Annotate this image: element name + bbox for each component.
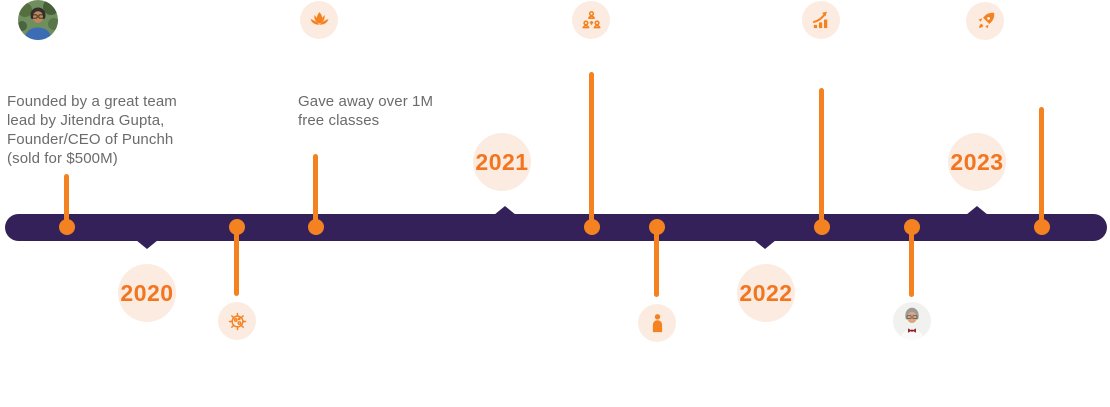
- rocket-icon-badge: [966, 2, 1004, 40]
- notch-2020: [136, 240, 158, 249]
- year-label-2020: 2020: [120, 279, 174, 306]
- annotation-free-classes: Gave away over 1M free classes: [298, 93, 434, 129]
- timeline-bar: [5, 214, 1107, 241]
- year-label-2021: 2021: [475, 148, 529, 175]
- growth-chart-icon: [812, 11, 827, 28]
- notch-2023: [966, 206, 988, 215]
- team-icon-badge: [572, 1, 610, 39]
- scientist-photo: [893, 302, 931, 340]
- timeline-node-person: [649, 219, 665, 235]
- timeline-node-coronavirus: [229, 219, 245, 235]
- year-label-2023: 2023: [950, 148, 1004, 175]
- growth-icon-badge: [802, 1, 840, 39]
- year-badge-2022: 2022: [737, 264, 795, 322]
- notch-2021: [494, 206, 516, 215]
- rocket-connector-line: [1039, 107, 1044, 227]
- scientist-photo-image: [893, 302, 931, 340]
- scientist-connector-line: [909, 227, 914, 297]
- founder-photo-image: [18, 0, 58, 40]
- coronavirus-connector-line: [234, 227, 239, 296]
- timeline-node-growth: [814, 219, 830, 235]
- year-badge-2023: 2023: [948, 133, 1006, 191]
- person-icon-badge: [638, 304, 676, 342]
- free-classes-icon-badge: [300, 1, 338, 39]
- team-hierarchy-icon: [581, 10, 601, 28]
- year-label-2022: 2022: [739, 279, 793, 306]
- person-connector-line: [654, 227, 659, 297]
- timeline-node-founded: [59, 219, 75, 235]
- free-classes-connector-line: [313, 154, 318, 227]
- founded-connector-line: [64, 174, 69, 227]
- year-badge-2020: 2020: [118, 264, 176, 322]
- timeline-node-scientist: [904, 219, 920, 235]
- coronavirus-icon-badge: [218, 302, 256, 340]
- rocket-icon: [978, 12, 994, 28]
- lotus-icon: [309, 11, 329, 25]
- timeline-node-rocket: [1034, 219, 1050, 235]
- timeline-node-team: [584, 219, 600, 235]
- team-connector-line: [589, 72, 594, 227]
- notch-2022: [754, 240, 776, 249]
- founder-photo: [18, 0, 58, 40]
- annotation-founded: Founded by a great team lead by Jitendra…: [7, 93, 177, 167]
- timeline-node-free-classes: [308, 219, 324, 235]
- person-icon: [652, 313, 662, 332]
- coronavirus-icon: [228, 312, 246, 330]
- year-badge-2021: 2021: [473, 133, 531, 191]
- growth-connector-line: [819, 88, 824, 227]
